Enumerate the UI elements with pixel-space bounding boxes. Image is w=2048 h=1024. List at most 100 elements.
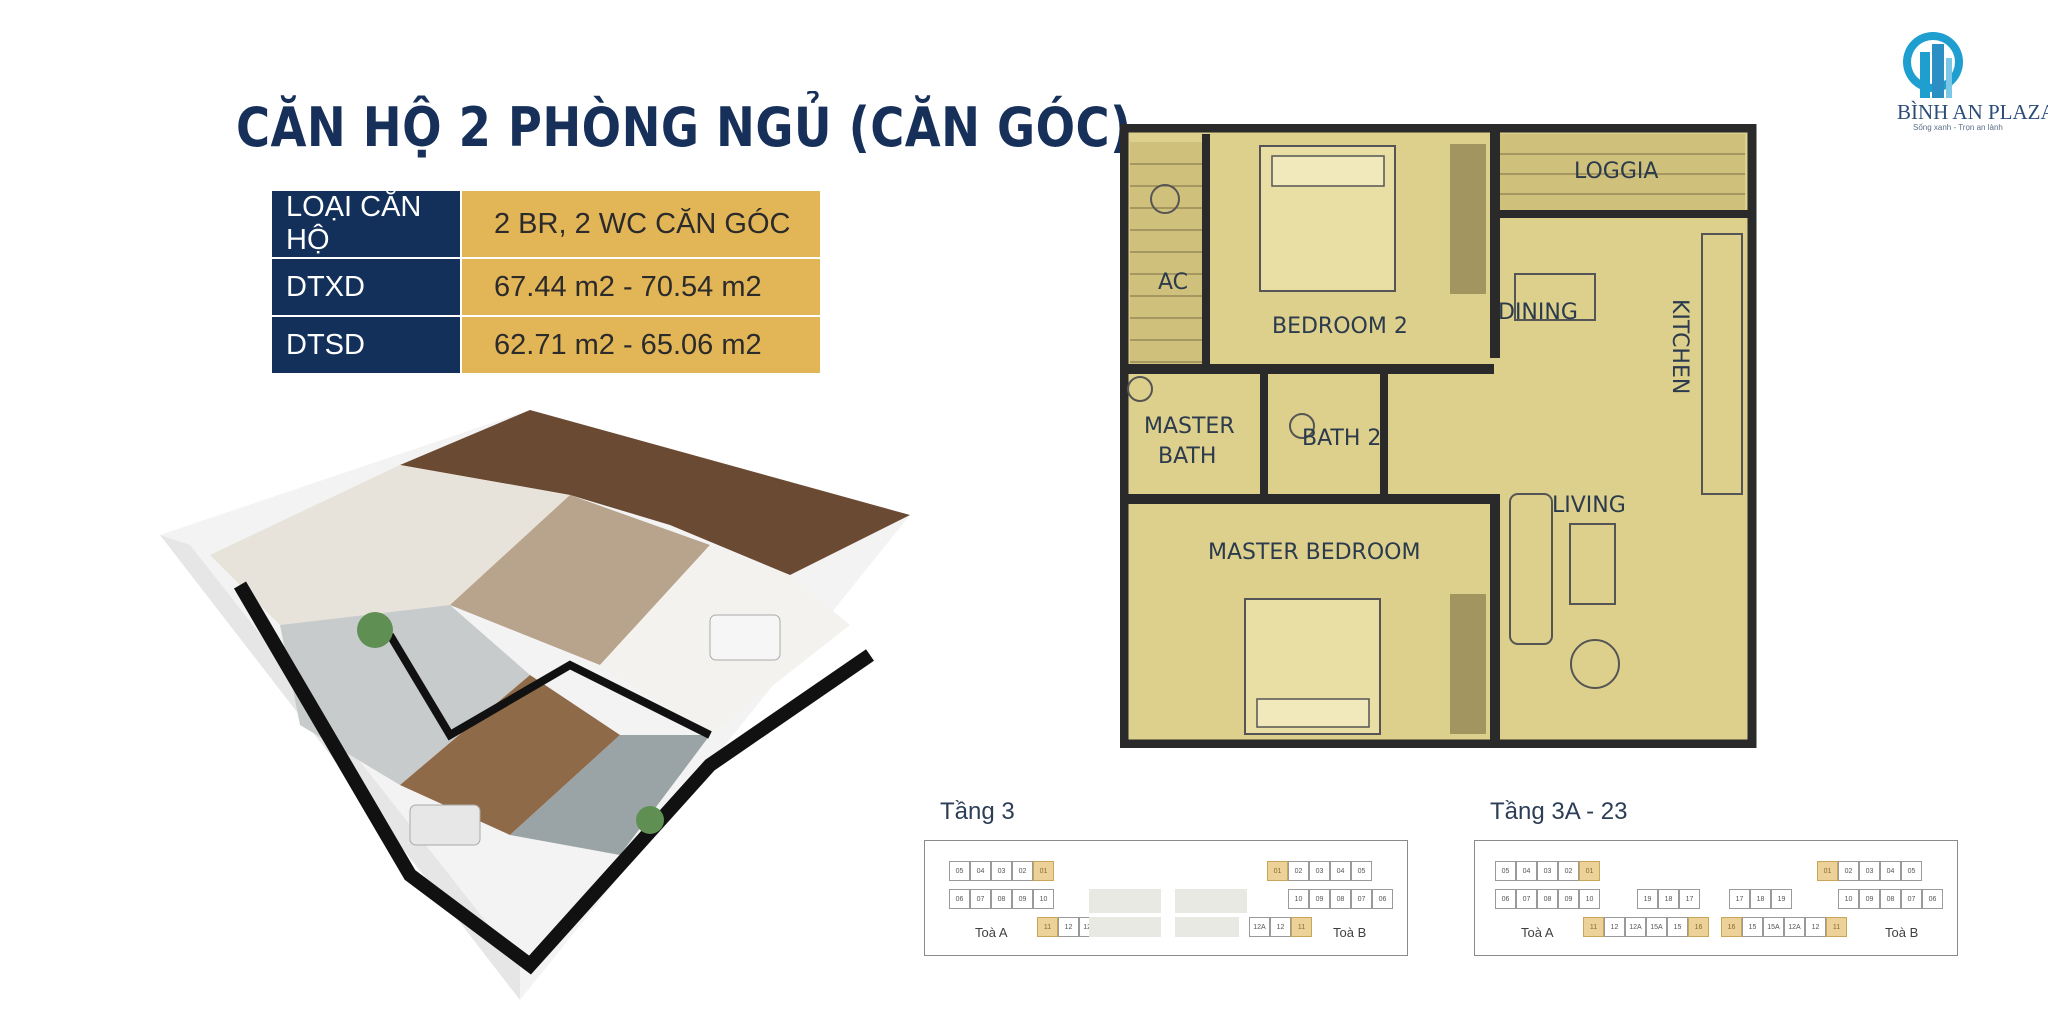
unit-cell-highlighted: 01 [1579,861,1600,881]
unit-cell: 08 [1330,889,1351,909]
unit-cell: 06 [949,889,970,909]
unit-cell: 04 [1330,861,1351,881]
unit-cell: 17 [1679,889,1700,909]
core-block [1089,889,1161,913]
unit-cell: 12 [1604,917,1625,937]
spec-row: DTSD 62.71 m2 - 65.06 m2 [270,315,822,375]
unit-cell: 09 [1558,889,1579,909]
unit-cell: 03 [1309,861,1330,881]
core-block [1089,917,1161,937]
unit-cell-highlighted: 11 [1826,917,1847,937]
room-label-bedroom-2: BEDROOM 2 [1272,314,1408,339]
floor-key-tang-3a-23: 05 04 03 02 01 06 07 08 09 10 19 18 17 1… [1474,840,1958,956]
brand-tagline: Sống xanh - Trọn an lành [1913,123,2003,132]
unit-cell: 10 [1033,889,1054,909]
building-icon [1903,32,1963,98]
unit-cell: 12 [1058,917,1079,937]
spec-row: LOẠI CĂN HỘ 2 BR, 2 WC CĂN GÓC [270,189,822,259]
unit-cell-highlighted: 11 [1037,917,1058,937]
unit-cell-highlighted: 01 [1817,861,1838,881]
floor-plan: LOGGIA AC BEDROOM 2 DINING KITCHEN MASTE… [1120,124,1760,748]
spec-value: 2 BR, 2 WC CĂN GÓC [460,189,822,259]
unit-cell: 15 [1667,917,1688,937]
unit-cell-highlighted: 01 [1267,861,1288,881]
unit-cell: 15A [1646,917,1667,937]
unit-cell: 05 [1351,861,1372,881]
unit-cell: 12A [1784,917,1805,937]
unit-cell: 07 [970,889,991,909]
spec-label: DTXD [270,257,462,317]
unit-cell: 02 [1288,861,1309,881]
unit-cell: 03 [1859,861,1880,881]
unit-cell: 08 [1537,889,1558,909]
spec-row: DTXD 67.44 m2 - 70.54 m2 [270,257,822,317]
building-label-b: Toà B [1885,925,1919,940]
unit-cell: 15A [1763,917,1784,937]
spec-value: 67.44 m2 - 70.54 m2 [460,257,822,317]
unit-cell-highlighted: 16 [1721,917,1742,937]
spec-label: DTSD [270,315,462,375]
unit-cell: 06 [1922,889,1943,909]
room-label-master-bath: MASTER [1144,414,1235,439]
unit-cell-highlighted: 16 [1688,917,1709,937]
spec-value: 62.71 m2 - 65.06 m2 [460,315,822,375]
unit-cell: 10 [1838,889,1859,909]
unit-cell: 04 [970,861,991,881]
plant-icon [357,612,393,648]
room-label-master-bedroom: MASTER BEDROOM [1208,540,1421,565]
unit-cell: 05 [1901,861,1922,881]
unit-cell: 09 [1012,889,1033,909]
unit-cell: 07 [1351,889,1372,909]
brand-logo [1858,28,2008,138]
unit-cell: 12A [1249,917,1270,937]
room-label-loggia: LOGGIA [1574,159,1659,184]
unit-cell: 18 [1750,889,1771,909]
unit-cell: 12 [1805,917,1826,937]
unit-cell: 04 [1516,861,1537,881]
room-label-dining: DINING [1498,300,1578,325]
unit-cell: 09 [1309,889,1330,909]
building-label-b: Toà B [1333,925,1367,940]
unit-cell: 02 [1558,861,1579,881]
brand-name: BÌNH AN PLAZA [1897,100,2048,124]
spec-table: LOẠI CĂN HỘ 2 BR, 2 WC CĂN GÓC DTXD 67.4… [270,189,822,375]
room-label-kitchen: KITCHEN [1667,299,1692,395]
unit-cell: 10 [1288,889,1309,909]
unit-cell: 12 [1270,917,1291,937]
unit-cell: 09 [1859,889,1880,909]
unit-cell: 04 [1880,861,1901,881]
room-label-ac: AC [1158,270,1189,295]
room-label-living: LIVING [1552,493,1626,518]
core-block [1175,917,1239,937]
unit-cell: 03 [1537,861,1558,881]
apartment-3d-render [160,410,910,1000]
floor-key-title: Tầng 3 [940,798,1015,825]
floor-key-title: Tầng 3A - 23 [1490,798,1628,825]
unit-cell: 05 [949,861,970,881]
unit-cell: 19 [1771,889,1792,909]
unit-cell: 03 [991,861,1012,881]
core-block [1175,889,1247,913]
floor-key-tang-3: 05 04 03 02 01 06 07 08 09 10 11 12 12A … [924,840,1408,956]
unit-cell: 07 [1901,889,1922,909]
building-label-a: Toà A [1521,925,1554,940]
room-label-bath-2: BATH 2 [1302,426,1382,451]
plant-icon [636,806,664,834]
unit-cell-highlighted: 01 [1033,861,1054,881]
unit-cell: 08 [991,889,1012,909]
unit-cell: 08 [1880,889,1901,909]
unit-cell: 06 [1372,889,1393,909]
unit-cell-highlighted: 11 [1583,917,1604,937]
unit-cell: 17 [1729,889,1750,909]
unit-cell: 02 [1012,861,1033,881]
unit-cell: 05 [1495,861,1516,881]
unit-cell: 15 [1742,917,1763,937]
unit-cell: 19 [1637,889,1658,909]
unit-cell: 10 [1579,889,1600,909]
spec-label: LOẠI CĂN HỘ [270,189,462,259]
unit-cell: 06 [1495,889,1516,909]
unit-cell: 02 [1838,861,1859,881]
unit-cell: 12A [1625,917,1646,937]
unit-cell: 07 [1516,889,1537,909]
building-label-a: Toà A [975,925,1008,940]
